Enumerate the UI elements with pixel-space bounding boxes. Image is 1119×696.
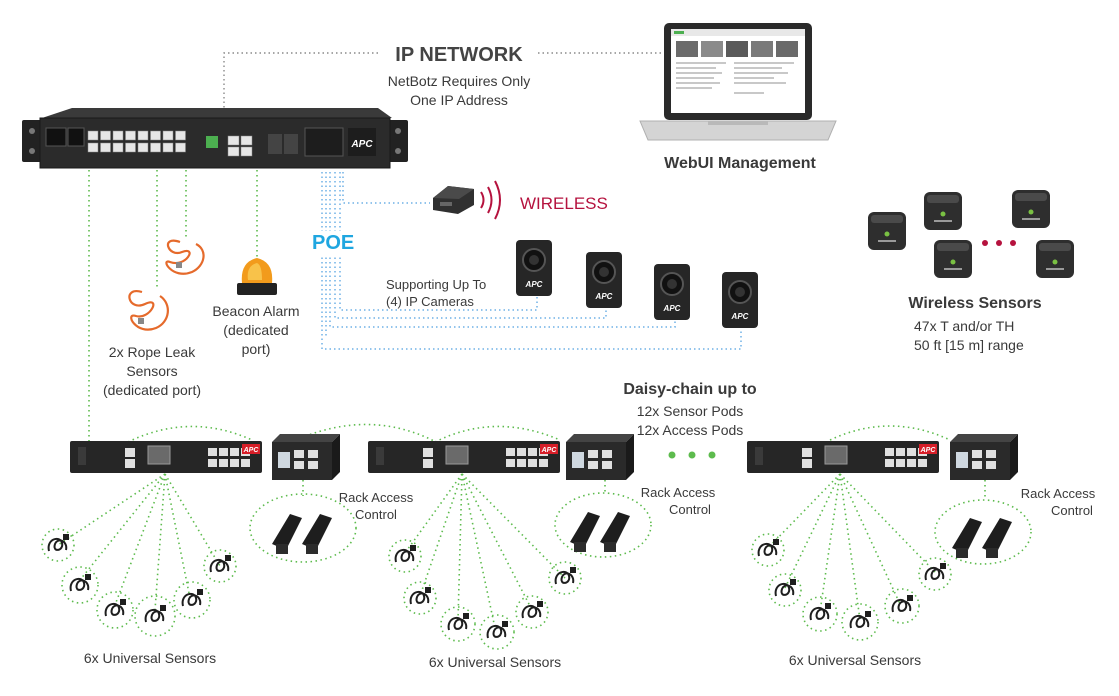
poe-label: POE bbox=[309, 231, 358, 255]
ip-camera-1: APC bbox=[516, 240, 552, 296]
rack-access-1-line1: Rack Access bbox=[338, 490, 414, 505]
wireless-sensor-4 bbox=[934, 240, 972, 278]
wireless-signal-icon bbox=[480, 180, 501, 220]
wireless-sensors-ellipsis bbox=[982, 240, 1016, 246]
camera-brand: APC bbox=[663, 304, 681, 313]
appliance-ports bbox=[87, 130, 253, 157]
wireless-sensor-1 bbox=[868, 212, 906, 250]
wireless-receiver bbox=[433, 180, 501, 220]
rope-leak-line3: (dedicated port) bbox=[92, 381, 212, 399]
sensor-pods: APC APC APC bbox=[70, 441, 939, 473]
wireless-label: WIRELESS bbox=[520, 194, 608, 213]
laptop-webui bbox=[639, 23, 837, 141]
daisy-chain-line1: 12x Sensor Pods bbox=[636, 403, 744, 419]
universal-sensor-11 bbox=[521, 601, 543, 619]
camera-brand: APC bbox=[731, 312, 749, 321]
access-pod-3 bbox=[950, 434, 1018, 480]
rack-access-3-line1: Rack Access bbox=[1020, 486, 1096, 501]
pod-brand: APC bbox=[243, 447, 260, 454]
appliance-network-line bbox=[223, 52, 380, 112]
universal-sensors-1-label: 6x Universal Sensors bbox=[83, 650, 217, 666]
universal-sensors-2-label: 6x Universal Sensors bbox=[428, 654, 562, 670]
ip-network-line1: NetBotz Requires Only bbox=[387, 73, 531, 89]
universal-sensor-9 bbox=[447, 613, 469, 631]
ip-network-line2: One IP Address bbox=[410, 92, 508, 108]
wireless-sensor-5 bbox=[1036, 240, 1074, 278]
universal-sensor-icons bbox=[47, 534, 946, 639]
wireless-sensor-3 bbox=[1012, 190, 1050, 228]
rack-ear-left bbox=[22, 120, 42, 162]
rack-access-2-line2: Control bbox=[669, 502, 711, 517]
rope-leak-sensors bbox=[128, 239, 205, 331]
wireless-sensor-cubes bbox=[868, 190, 1074, 278]
universal-sensor-16 bbox=[849, 611, 871, 629]
beacon-line1: Beacon Alarm bbox=[212, 303, 300, 319]
ip-camera-3: APC bbox=[654, 264, 690, 320]
camera-brand: APC bbox=[525, 280, 543, 289]
daisy-chain-ellipsis bbox=[668, 451, 716, 459]
universal-sensor-7 bbox=[394, 545, 416, 563]
wireless-link-line bbox=[342, 172, 430, 204]
universal-sensor-18 bbox=[924, 563, 946, 581]
universal-sensor-13 bbox=[757, 539, 779, 557]
daisy-chain-title: Daisy-chain up to bbox=[623, 381, 757, 398]
universal-sensor-5 bbox=[181, 589, 203, 607]
wireless-sensor-2 bbox=[924, 192, 962, 230]
ip-camera-4: APC bbox=[722, 272, 758, 328]
ip-cameras: APC APC APC APC bbox=[516, 240, 758, 328]
wireless-sensors-title: Wireless Sensors bbox=[908, 295, 1042, 312]
ip-camera-2: APC bbox=[586, 252, 622, 308]
rack-handle-pair-2 bbox=[570, 512, 630, 552]
rope-leak-line1: 2x Rope Leak bbox=[92, 343, 212, 361]
access-pod-1 bbox=[272, 434, 340, 480]
universal-sensors-3-label: 6x Universal Sensors bbox=[788, 652, 922, 668]
rack-access-2-line1: Rack Access bbox=[640, 485, 716, 500]
rope-leak-sensor-1 bbox=[165, 239, 205, 275]
universal-sensor-15 bbox=[809, 603, 831, 621]
daisy-chain-line2: 12x Access Pods bbox=[636, 422, 744, 438]
wireless-sensors-line1: 47x T and/or TH bbox=[914, 318, 1015, 334]
webui-label: WebUI Management bbox=[664, 155, 816, 172]
universal-sensor-10 bbox=[486, 621, 508, 639]
universal-sensor-6 bbox=[209, 555, 231, 573]
wireless-sensors-line2: 50 ft [15 m] range bbox=[914, 337, 1024, 353]
rope-leak-line2: Sensors bbox=[92, 362, 212, 380]
pod-brand: APC bbox=[541, 447, 558, 454]
access-pods bbox=[272, 434, 1018, 480]
netbotz-appliance: APC bbox=[22, 108, 408, 169]
cameras-line1: Supporting Up To bbox=[386, 277, 487, 292]
sensor-pod-3: APC bbox=[747, 441, 939, 473]
universal-sensor-2 bbox=[69, 574, 91, 592]
rack-access-3-line2: Control bbox=[1051, 503, 1093, 518]
universal-sensor-3 bbox=[104, 599, 126, 617]
appliance-brand: APC bbox=[350, 139, 373, 150]
rack-ear-right bbox=[388, 120, 408, 162]
sensor-lines bbox=[41, 165, 1032, 650]
universal-sensor-14 bbox=[774, 579, 796, 597]
rack-handle-pair-1 bbox=[272, 514, 332, 554]
rack-handle-pair-3 bbox=[952, 518, 1012, 558]
universal-sensor-12 bbox=[554, 567, 576, 585]
universal-sensor-8 bbox=[409, 587, 431, 605]
camera-brand: APC bbox=[595, 292, 613, 301]
rope-leak-sensor-2 bbox=[128, 290, 169, 331]
cameras-line2: (4) IP Cameras bbox=[386, 294, 474, 309]
beacon-line2: (dedicated bbox=[223, 322, 289, 338]
rack-access-1-line2: Control bbox=[355, 507, 397, 522]
pod-brand: APC bbox=[920, 447, 937, 454]
beacon-alarm bbox=[237, 258, 277, 295]
ip-network-lines bbox=[223, 52, 668, 112]
ip-network-title: IP NETWORK bbox=[395, 44, 523, 66]
rack-access-handles bbox=[272, 512, 1012, 558]
beacon-line3: port) bbox=[241, 341, 271, 357]
sensor-pod-1: APC bbox=[70, 441, 262, 473]
sensor-pod-2: APC bbox=[368, 441, 560, 473]
universal-sensor-4 bbox=[144, 605, 166, 623]
universal-sensor-1 bbox=[47, 534, 69, 552]
universal-sensor-17 bbox=[891, 595, 913, 613]
access-pod-2 bbox=[566, 434, 634, 480]
